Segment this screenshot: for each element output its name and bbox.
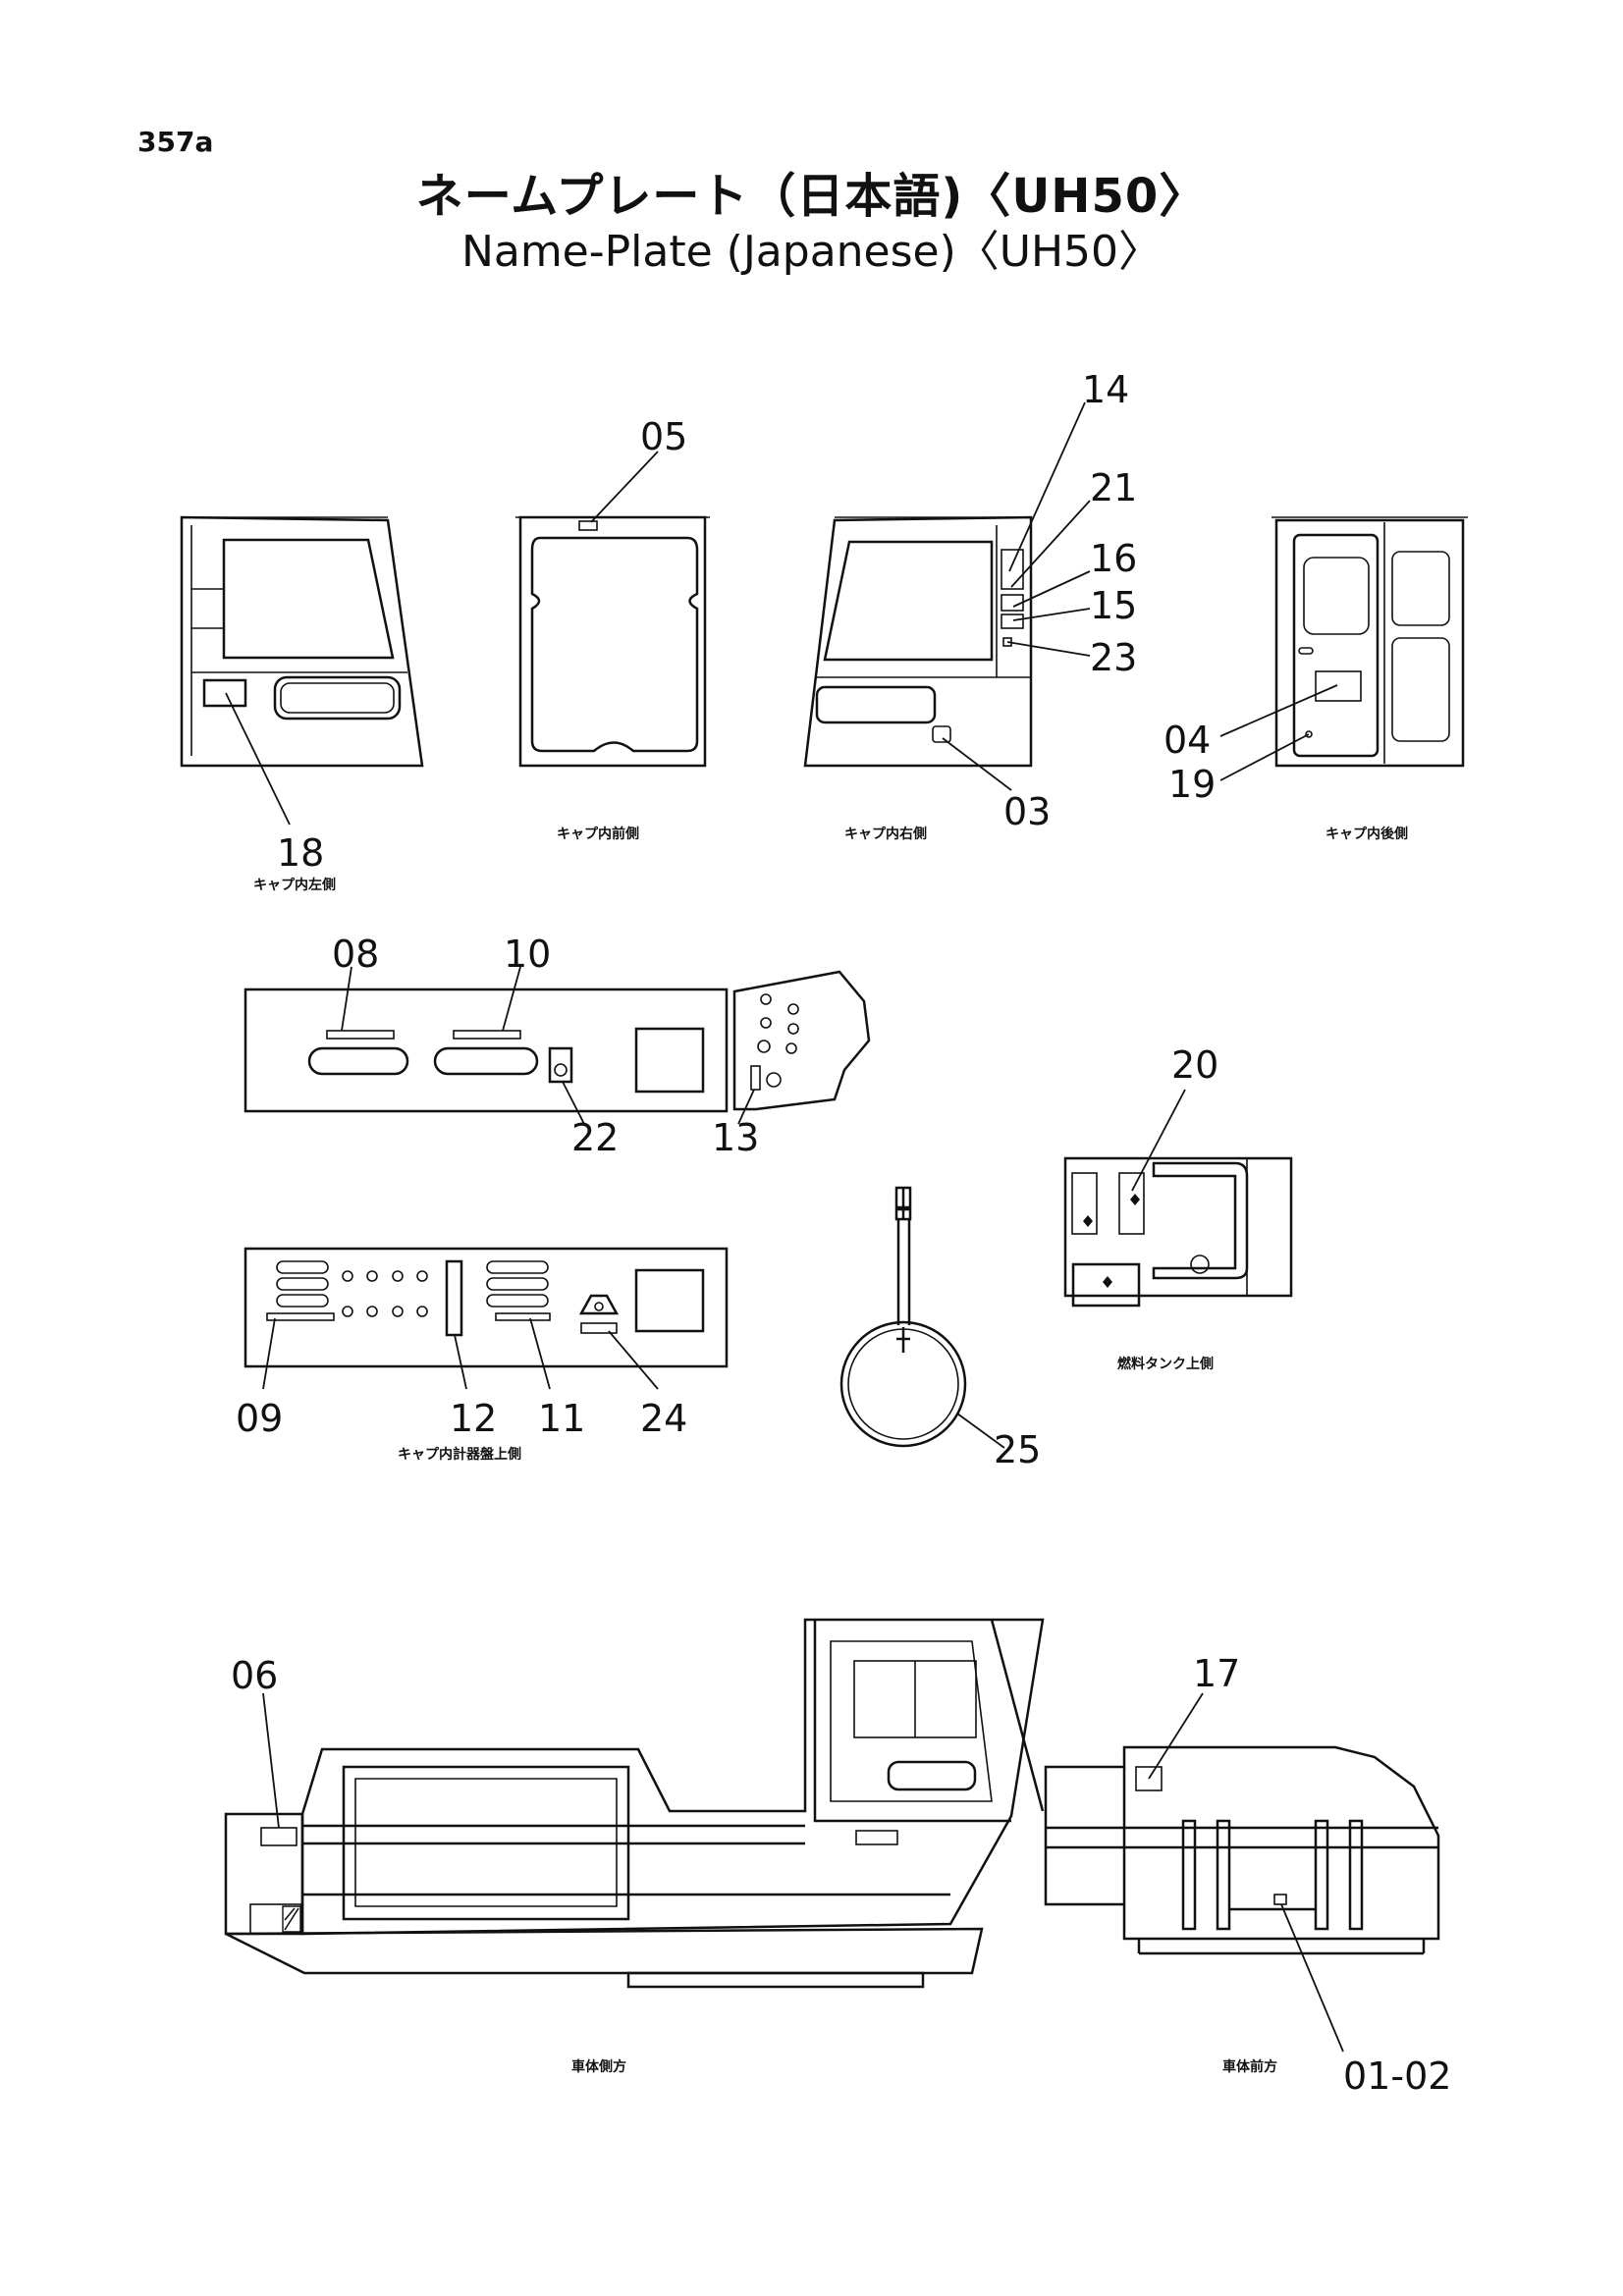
title-english: Name-Plate (Japanese)〈UH50〉	[460, 227, 1163, 277]
callout-14: 14	[1082, 368, 1129, 411]
page-number: 357a	[137, 126, 214, 158]
caption-cab-right: キャプ内右側	[844, 826, 927, 842]
callout-10: 10	[504, 933, 551, 976]
callout-08: 08	[332, 933, 379, 976]
view-cab-front	[515, 451, 710, 768]
callout-18: 18	[277, 831, 324, 875]
callout-13: 13	[712, 1116, 759, 1159]
caption-fuel-tank-top: 燃料タンク上側	[1117, 1356, 1214, 1372]
view-ring-25	[839, 1186, 1005, 1449]
callout-11: 11	[538, 1397, 585, 1440]
callout-06: 06	[231, 1654, 278, 1697]
callout-15: 15	[1090, 584, 1137, 627]
callout-12: 12	[450, 1397, 497, 1440]
callout-21: 21	[1090, 466, 1137, 509]
caption-cab-rear: キャプ内後側	[1325, 826, 1408, 842]
callout-16: 16	[1090, 537, 1137, 580]
callout-24: 24	[640, 1397, 687, 1440]
callout-22: 22	[571, 1116, 619, 1159]
callout-04: 04	[1163, 719, 1211, 762]
view-fuel-tank-top	[1063, 1089, 1293, 1308]
callout-05: 05	[640, 415, 687, 458]
view-cab-right	[803, 401, 1091, 791]
caption-body-side: 車体側方	[571, 2058, 626, 2075]
view-body-front	[1044, 1692, 1440, 2053]
callout-01-02: 01-02	[1343, 2055, 1451, 2098]
title-japanese: ネームプレート（日本語)〈UH50〉	[415, 169, 1208, 224]
callout-03: 03	[1003, 790, 1051, 833]
callout-25: 25	[994, 1428, 1041, 1471]
view-cab-rear	[1219, 516, 1468, 781]
view-cab-left	[180, 515, 424, 826]
view-console-panel	[243, 966, 871, 1125]
view-instrument-panel	[243, 1247, 729, 1390]
callout-09: 09	[236, 1397, 283, 1440]
caption-instrument-panel: キャプ内計器盤上側	[398, 1446, 521, 1463]
callout-19: 19	[1168, 763, 1216, 806]
caption-body-front: 車体前方	[1222, 2058, 1277, 2075]
caption-cab-left: キャプ内左側	[253, 877, 336, 893]
view-body-side	[224, 1618, 1045, 1989]
callout-17: 17	[1193, 1652, 1240, 1695]
callout-20: 20	[1171, 1043, 1218, 1087]
caption-cab-front: キャプ内前側	[557, 826, 639, 842]
callout-23: 23	[1090, 636, 1137, 679]
